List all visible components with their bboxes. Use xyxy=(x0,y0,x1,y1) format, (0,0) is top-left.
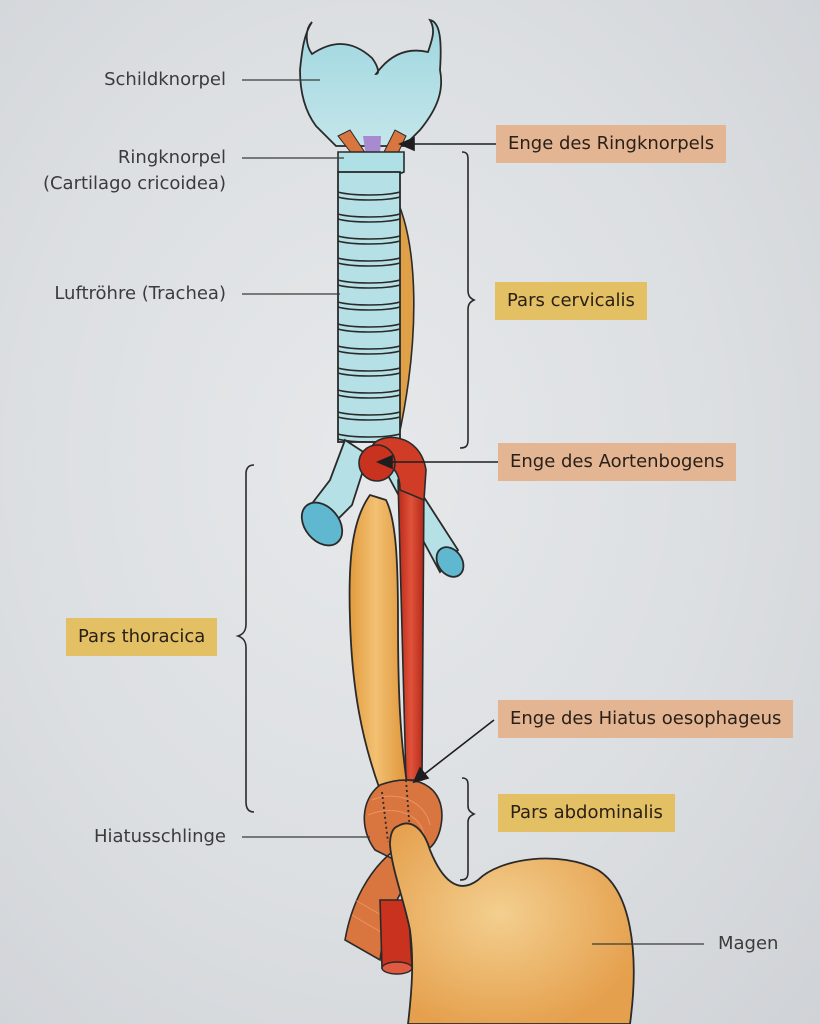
trachea-ring xyxy=(337,433,401,438)
trachea-ring xyxy=(337,240,401,245)
brace-pars-thoracica xyxy=(235,464,255,813)
right-bronchus-opening xyxy=(435,546,465,578)
trachea-rings xyxy=(337,191,401,443)
hiatus-dotted-line-right xyxy=(405,779,411,833)
box-enge-hiatus: Enge des Hiatus oesophageus xyxy=(498,700,794,738)
box-pars-abdominalis: Pars abdominalis xyxy=(498,794,675,832)
trachea-ring xyxy=(337,328,401,333)
pointer-arrows xyxy=(375,136,498,784)
arrow-head-hiatus xyxy=(412,766,430,784)
trachea-ring xyxy=(337,389,401,394)
trachea-ring xyxy=(337,367,401,372)
trachea-ring xyxy=(337,257,401,262)
brace-pars-abdominalis xyxy=(459,777,476,881)
thyroid-cartilage xyxy=(299,18,443,147)
hiatus-sling xyxy=(344,779,443,962)
trachea-ring xyxy=(337,279,401,284)
trachea-ring xyxy=(337,196,401,201)
arrow-head-ringknorpel xyxy=(397,136,415,152)
trachea-ring xyxy=(337,372,401,377)
label-ringknorpel: Ringknorpel xyxy=(117,147,226,168)
trachea xyxy=(337,171,401,443)
cricoid-center xyxy=(363,136,381,156)
trachea-ring xyxy=(337,416,401,421)
trachea-ring xyxy=(337,284,401,289)
trachea-ring xyxy=(337,323,401,328)
brace-pars-cervicalis xyxy=(459,151,476,449)
trachea-ring xyxy=(337,411,401,416)
braces xyxy=(235,151,476,881)
trachea-ring xyxy=(337,345,401,350)
box-enge-aortenbogen: Enge des Aortenbogens xyxy=(498,443,737,481)
label-magen: Magen xyxy=(718,933,779,954)
trachea-ring xyxy=(337,218,401,223)
label-schildknorpel: Schildknorpel xyxy=(104,69,226,90)
arrow-head-aortenbogen xyxy=(375,454,393,470)
aortic-arch-cross-section xyxy=(358,444,396,482)
box-pars-cervicalis: Pars cervicalis xyxy=(495,282,647,320)
trachea-ring xyxy=(337,394,401,399)
trachea-ring xyxy=(337,235,401,240)
leader-lines xyxy=(242,79,704,945)
trachea-ring xyxy=(337,262,401,267)
box-enge-ringknorpel: Enge des Ringknorpels xyxy=(496,125,727,163)
label-ringknorpel-latin: (Cartilago cricoidea) xyxy=(42,173,226,194)
trachea-ring xyxy=(337,213,401,218)
trachea-ring xyxy=(337,306,401,311)
trachea-ring xyxy=(337,301,401,306)
hiatus-dotted-line-left xyxy=(381,791,389,843)
box-pars-thoracica: Pars thoracica xyxy=(66,618,218,656)
stomach xyxy=(389,822,635,1024)
left-bronchus-opening xyxy=(300,501,344,547)
trachea-ring xyxy=(337,191,401,196)
label-hiatusschlinge: Hiatusschlinge xyxy=(93,826,226,847)
trachea-ring xyxy=(337,350,401,355)
aorta-opening xyxy=(381,961,413,975)
label-luftroehre: Luftröhre (Trachea) xyxy=(54,283,226,304)
